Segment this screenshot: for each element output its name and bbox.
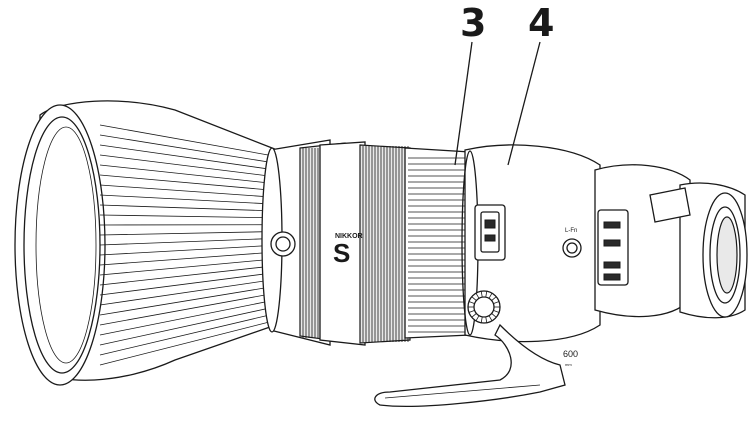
focal-length-label: 600 (563, 349, 578, 359)
callout-3-number: 3 (460, 1, 486, 45)
lens-hood (15, 101, 290, 385)
lfn-label: L-Fn (565, 228, 577, 234)
callout-3: 3 (455, 1, 486, 165)
callout-4: 4 (508, 1, 554, 165)
callout-4-number: 4 (528, 1, 554, 45)
focal-unit-label: mm (565, 362, 572, 367)
tripod-screw (271, 232, 295, 256)
series-label: S (333, 238, 350, 268)
rear-barrel (595, 165, 690, 317)
